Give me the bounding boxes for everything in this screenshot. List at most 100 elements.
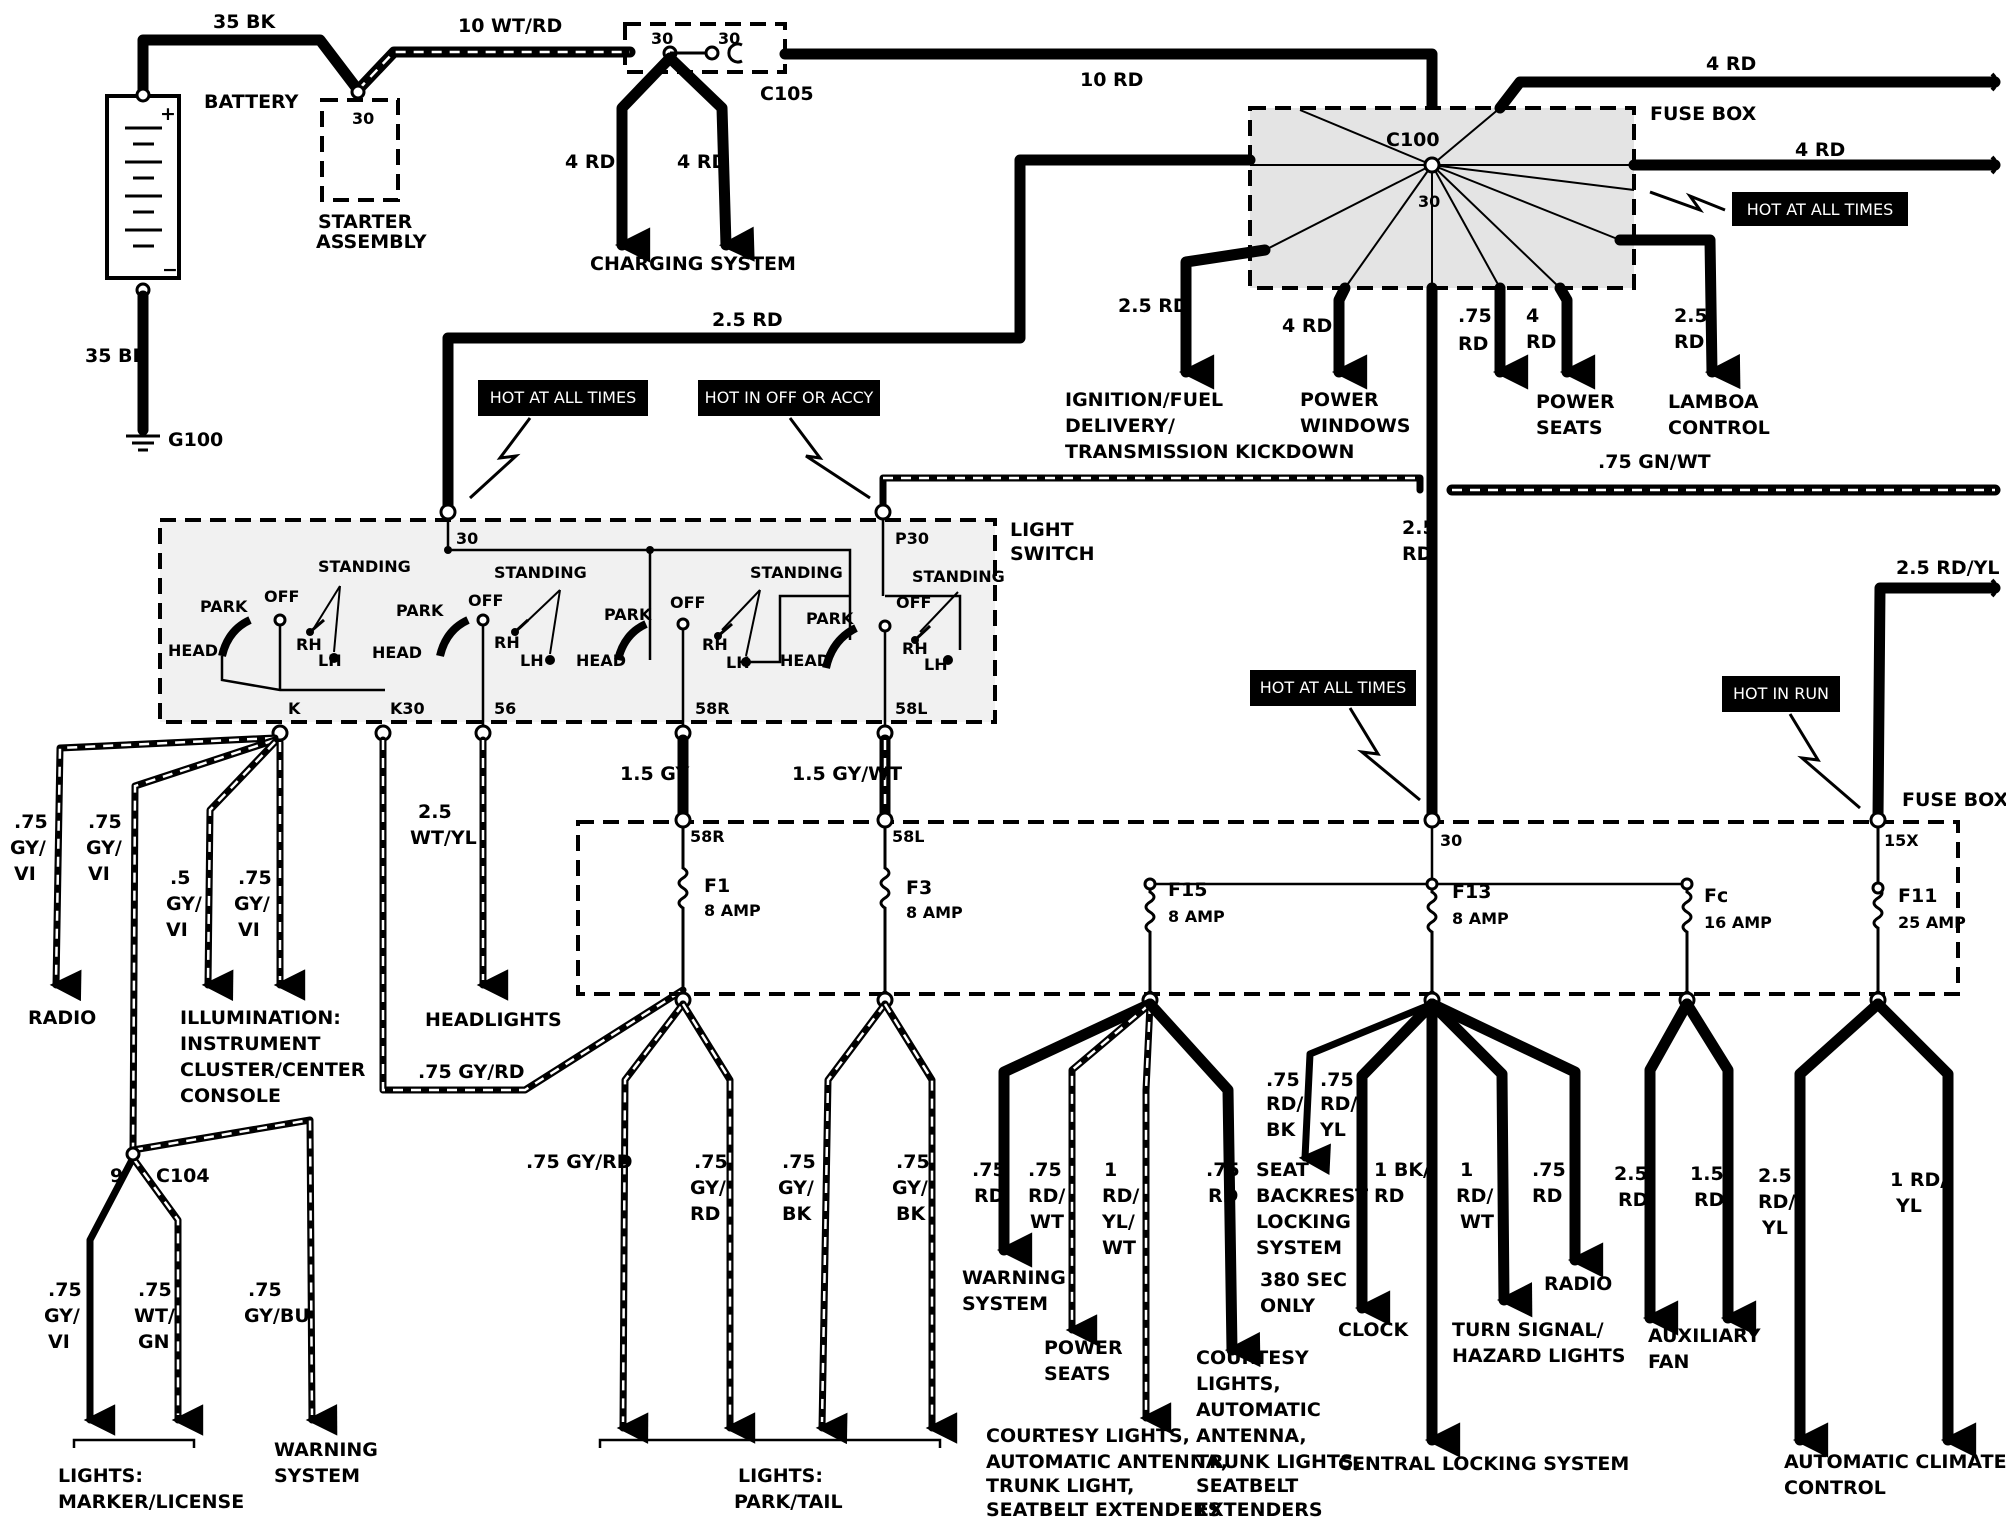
f1-wire-a: .75 GY/RD [526, 1151, 633, 1173]
tag-hot-off-accy-text: HOT IN OFF OR ACCY [705, 388, 874, 407]
marker-label-2: MARKER/LICENSE [58, 1491, 244, 1513]
f15-w3-3: YL/ [1101, 1211, 1135, 1233]
seat-label-2: BACKREST [1256, 1185, 1368, 1207]
c100-pin: 30 [1418, 192, 1440, 211]
c105-pin-a: 30 [651, 29, 673, 48]
s3-rh: RH [702, 635, 728, 654]
f15-seats-label-2: SEATS [1044, 1363, 1111, 1385]
switch-outputs: .75 GY/ VI RADIO .75 GY/ VI .5 GY/ VI .7… [10, 724, 902, 1513]
s1-park: PARK [200, 597, 248, 616]
tag-hot-all-times-lower-text: HOT AT ALL TIMES [1260, 678, 1406, 697]
headlights-wire-1: 2.5 [418, 801, 452, 823]
f3-wire-b-2: GY/ [892, 1177, 928, 1199]
s2-standing: STANDING [494, 563, 587, 582]
s2-off: OFF [468, 591, 503, 610]
s3-park: PARK [604, 605, 652, 624]
s3-lh: LH [726, 653, 750, 672]
switch-pin-58r: 58R [695, 699, 730, 718]
wire-continues-icon [1990, 72, 1998, 175]
f11-w2-2: YL [1895, 1195, 1922, 1217]
hot-lightning-icon [1649, 190, 1726, 214]
seat-label-5: 380 SEC [1260, 1269, 1347, 1291]
marker-label-1: LIGHTS: [58, 1465, 143, 1487]
upper-out-wire-2: 4 RD [1795, 139, 1845, 161]
switch-pin-56: 56 [494, 699, 516, 718]
seat-label-1: SEAT [1256, 1159, 1309, 1181]
s1-head: HEAD [168, 641, 218, 660]
radio-wire-3: VI [14, 863, 36, 885]
branch-ign-label-2: DELIVERY/ [1065, 415, 1175, 437]
fuse-f15-rating: 8 AMP [1168, 907, 1225, 926]
fuse-f1-rating: 8 AMP [704, 901, 761, 920]
fuse-58r-node [674, 811, 692, 829]
switch-pin-k: K [288, 699, 301, 718]
fuse-pin-30: 30 [1440, 831, 1462, 850]
f15-w3-2: RD/ [1102, 1185, 1139, 1207]
illum-wire-b-3: VI [238, 919, 260, 941]
f15-warning-label-1: WARNING [962, 1267, 1066, 1289]
f15-warning-label-2: SYSTEM [962, 1293, 1048, 1315]
starter-label-line1: STARTER [318, 211, 413, 233]
battery-minus-icon: − [162, 259, 178, 281]
f11-w2-1: 1 RD/ [1890, 1169, 1947, 1191]
c100-node [1423, 156, 1441, 174]
f13-w5-1: .75 [1532, 1159, 1566, 1181]
courtesy-b-1: COURTESY [1196, 1347, 1309, 1369]
switch-pin-58l: 58L [895, 699, 927, 718]
fuse-fc: Fc 16 AMP [1680, 877, 1772, 994]
battery-plus-icon: + [160, 103, 176, 125]
f13-w2-3: YL [1319, 1119, 1346, 1141]
wire-58r-label: 1.5 GY [620, 763, 689, 785]
lower-fuse-box-label: FUSE BOX [1902, 789, 2006, 811]
wire-label-main: 10 RD [1080, 69, 1143, 91]
f3-wire-b-1: .75 [896, 1151, 930, 1173]
s1-standing: STANDING [318, 557, 411, 576]
lower-fuse-box-outline [576, 820, 1960, 996]
s4-head: HEAD [780, 651, 830, 670]
light-switch-label-2: SWITCH [1010, 543, 1095, 565]
aux-fan-label-2: FAN [1648, 1351, 1689, 1373]
c105-node-b [704, 45, 720, 61]
clock-label: CLOCK [1338, 1319, 1409, 1341]
fc-w1-1: 2.5 [1614, 1163, 1648, 1185]
wire-down-label-2: RD [1402, 543, 1432, 565]
f13-radio-label: RADIO [1544, 1273, 1612, 1295]
illum-label-1: ILLUMINATION: [180, 1007, 341, 1029]
battery-label: BATTERY [204, 91, 299, 113]
f15-w3-4: WT [1102, 1237, 1136, 1259]
tag-hot-all-times-upper [1732, 192, 1908, 226]
f13-w1-3: BK [1266, 1119, 1296, 1141]
branch-lamboa-label-2: CONTROL [1668, 417, 1770, 439]
climate-label-1: AUTOMATIC CLIMATE [1784, 1451, 2006, 1473]
f15-w3-1: 1 [1104, 1159, 1117, 1181]
marker-wire-a-1: .75 [48, 1279, 82, 1301]
f15-w1-1: .75 [972, 1159, 1006, 1181]
branch-lamboa-wire-2: RD [1674, 331, 1704, 353]
f15-w2-3: WT [1030, 1211, 1064, 1233]
switch-section-3: PARK OFF STANDING HEAD RH LH [576, 563, 850, 735]
f1-wire-b-1: .75 [694, 1151, 728, 1173]
f15-w2-1: .75 [1028, 1159, 1062, 1181]
s2-rh: RH [494, 633, 520, 652]
f15-w4-2: RD [1208, 1185, 1238, 1207]
illum-label-4: CONSOLE [180, 1085, 281, 1107]
fc-w2-2: RD [1694, 1189, 1724, 1211]
f11-w1-2: RD/ [1758, 1191, 1795, 1213]
fuse-30-node [1423, 811, 1441, 829]
lower-fuse-box: FUSE BOX HOT AT ALL TIMES HOT IN RUN 2.5… [576, 557, 2006, 996]
s4-lh: LH [924, 655, 948, 674]
fuse-pin-15x: 15X [1884, 831, 1919, 850]
fuse-58l-node [876, 811, 894, 829]
fuse-f3-id: F3 [906, 877, 932, 899]
s4-park: PARK [806, 609, 854, 628]
f1-wire-b-3: RD [690, 1203, 720, 1225]
park-label-1: LIGHTS: [738, 1465, 823, 1487]
central-locking-label: CENTRAL LOCKING SYSTEM [1338, 1453, 1629, 1475]
s3-off: OFF [670, 593, 705, 612]
radio-wire-1: .75 [14, 811, 48, 833]
branch-ign-wire: 2.5 RD [1118, 295, 1189, 317]
c105-socket-icon [727, 42, 743, 64]
fuse-pin-58r: 58R [690, 827, 725, 846]
f13-w3-1: 1 BK/ [1374, 1159, 1430, 1181]
